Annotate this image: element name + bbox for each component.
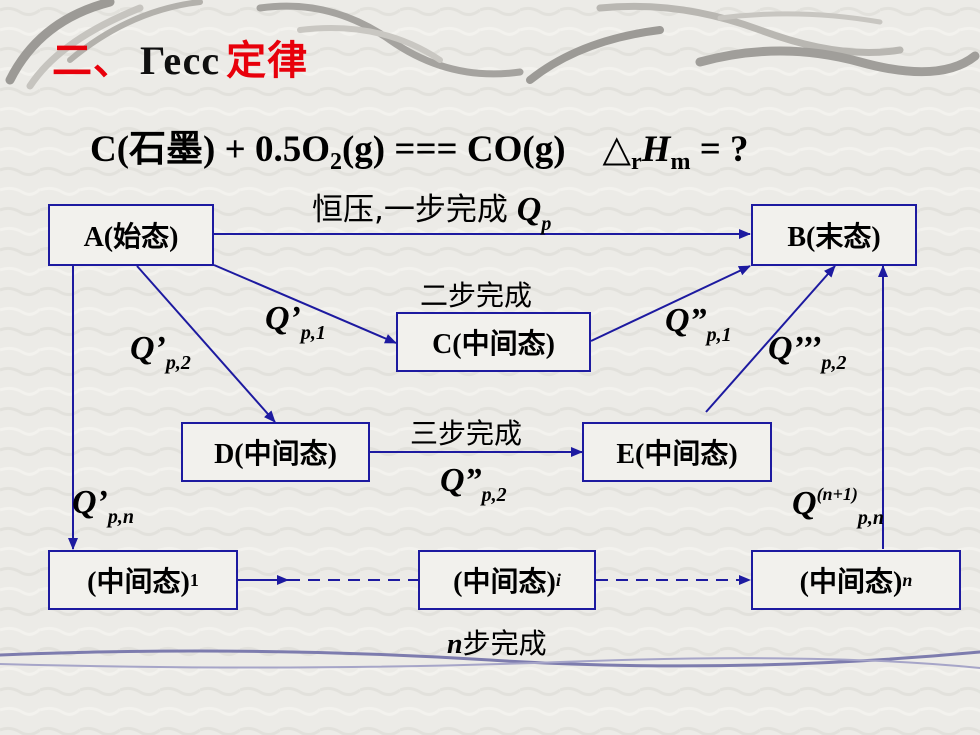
state-e-box: E(中间态) xyxy=(582,422,772,482)
q-prime-p2-sub: p,2 xyxy=(165,352,191,374)
q-prime-p1-label: Q’p,1 xyxy=(265,300,326,345)
q-n1-pn-sub: p,n xyxy=(857,507,884,529)
q-n1-pn-sup: (n+1) xyxy=(816,484,858,504)
state-c-label: C(中间态) xyxy=(432,329,555,360)
equation-reactants: C(石墨) + 0.5O xyxy=(90,129,330,170)
q-double-p1: Q” xyxy=(665,302,707,339)
arrow-a-to-c xyxy=(213,264,397,344)
state-d-label: D(中间态) xyxy=(214,439,337,470)
intermediate-1-box: (中间态)1 xyxy=(48,550,238,610)
state-d-box: D(中间态) xyxy=(181,422,370,482)
three-step-label: 三步完成 xyxy=(410,417,523,450)
reaction-equation: C(石墨) + 0.5O2(g) === CO(g) △rHm = ? xyxy=(90,118,749,176)
o2-subscript: 2 xyxy=(329,149,342,175)
state-b-box: B(末态) xyxy=(751,204,917,266)
title-prefix: 二、 xyxy=(52,38,134,83)
n-step-text: 步完成 xyxy=(462,627,547,660)
intermediate-i-sub: i xyxy=(555,569,561,590)
arrow-c-to-b xyxy=(590,265,751,342)
intermediate-n-box: (中间态)n xyxy=(751,550,961,610)
title-suffix: 定律 xyxy=(226,38,309,83)
equation-question: = ? xyxy=(690,129,749,170)
delta-symbol: △ xyxy=(602,129,631,170)
q-prime-p1-sub: p,1 xyxy=(300,322,326,344)
state-a-box: A(始态) xyxy=(48,204,214,266)
state-b-label: B(末态) xyxy=(787,222,881,253)
intermediate-1-label: (中间态) xyxy=(87,567,190,598)
q-double-p2: Q” xyxy=(440,462,482,499)
n-step-n: n xyxy=(447,629,463,660)
q-n1-pn: Q xyxy=(792,485,817,522)
delta-subscript: r xyxy=(631,149,642,175)
q-double-p1-label: Q”p,1 xyxy=(665,302,732,347)
two-step-label: 二步完成 xyxy=(420,279,533,312)
one-step-text: 恒压,一步完成 xyxy=(312,192,508,228)
state-a-label: A(始态) xyxy=(83,222,179,253)
q-double-p2-sub: p,2 xyxy=(481,484,507,506)
q-triple-p2: Q’’’ xyxy=(768,330,822,367)
intermediate-1-sub: 1 xyxy=(189,569,199,590)
arrow-a-to-d xyxy=(136,265,276,423)
enthalpy-symbol: H xyxy=(641,129,671,170)
title-name: Гесс xyxy=(140,38,221,83)
q-prime-p2-label: Q’p,2 xyxy=(130,330,191,375)
intermediate-i-label: (中间态) xyxy=(453,567,556,598)
q-prime-pn: Q’ xyxy=(72,484,108,521)
one-step-q-sub: p xyxy=(541,213,552,235)
q-prime-p2: Q’ xyxy=(130,330,166,367)
n-step-label: n步完成 xyxy=(447,622,547,662)
enthalpy-subscript: m xyxy=(670,149,691,175)
one-step-label: 恒压,一步完成 Qp xyxy=(312,184,551,236)
intermediate-n-sub: n xyxy=(902,569,913,590)
intermediate-i-box: (中间态)i xyxy=(418,550,596,610)
q-prime-pn-label: Q’p,n xyxy=(72,484,134,529)
equation-products: (g) === CO(g) xyxy=(341,129,566,170)
q-n1-pn-label: Q(n+1) p,n xyxy=(792,484,884,530)
q-triple-p2-sub: p,2 xyxy=(821,352,847,374)
state-e-label: E(中间态) xyxy=(616,439,738,470)
q-double-p1-sub: p,1 xyxy=(706,324,732,346)
state-c-box: C(中间态) xyxy=(396,312,591,372)
intermediate-n-label: (中间态) xyxy=(799,567,903,598)
q-prime-p1: Q’ xyxy=(265,300,301,337)
q-prime-pn-sub: p,n xyxy=(107,506,135,528)
arrow-e-to-b xyxy=(705,265,836,413)
one-step-q: Q xyxy=(516,191,542,228)
q-double-p2-label: Q”p,2 xyxy=(440,462,507,507)
q-triple-p2-label: Q’’’p,2 xyxy=(768,330,846,375)
